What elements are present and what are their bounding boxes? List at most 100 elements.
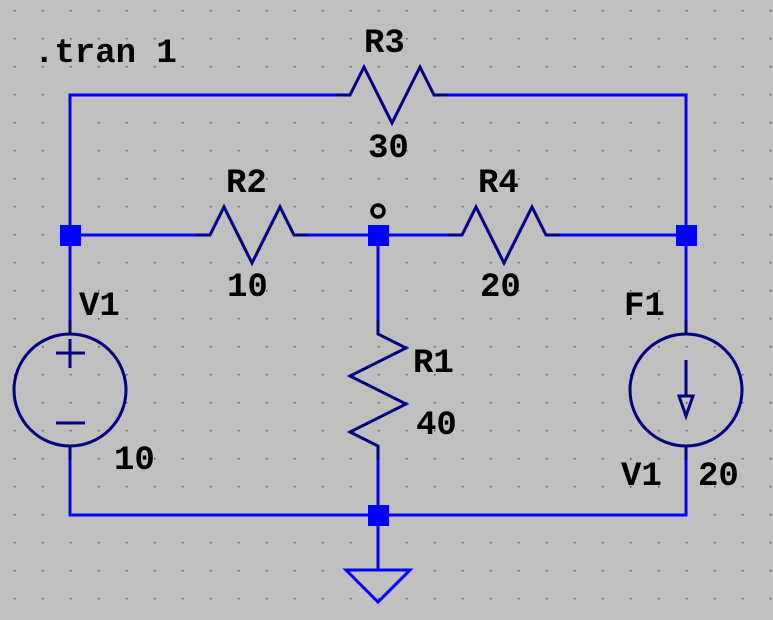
resistor-r1-body[interactable] xyxy=(346,320,410,460)
grid-dot xyxy=(546,38,548,40)
grid-dot xyxy=(154,206,156,208)
junction-dot xyxy=(676,225,697,246)
grid-dot xyxy=(770,10,772,12)
grid-dot xyxy=(182,206,184,208)
grid-dot xyxy=(210,402,212,404)
resistor-r2[interactable] xyxy=(196,203,308,267)
grid-dot xyxy=(42,94,44,96)
junction-dot xyxy=(368,225,389,246)
grid-dot xyxy=(126,290,128,292)
grid-dot xyxy=(98,178,100,180)
grid-dot xyxy=(602,458,604,460)
voltage-source-v1[interactable] xyxy=(12,320,128,460)
grid-dot xyxy=(294,458,296,460)
grid-dot xyxy=(126,206,128,208)
grid-dot xyxy=(294,430,296,432)
v1-value-label[interactable]: 10 xyxy=(114,442,155,480)
grid-dot xyxy=(742,10,744,12)
grid-dot xyxy=(406,178,408,180)
grid-dot xyxy=(434,290,436,292)
grid-dot xyxy=(490,486,492,488)
grid-dot xyxy=(406,10,408,12)
grid-dot xyxy=(546,374,548,376)
grid-dot xyxy=(770,178,772,180)
resistor-r4[interactable] xyxy=(448,203,560,267)
grid-dot xyxy=(518,66,520,68)
grid-dot xyxy=(434,38,436,40)
grid-dot xyxy=(154,150,156,152)
resistor-r3[interactable] xyxy=(336,63,448,127)
grid-dot xyxy=(658,122,660,124)
grid-dot xyxy=(434,598,436,600)
grid-dot xyxy=(434,178,436,180)
grid-dot xyxy=(42,430,44,432)
grid-dot xyxy=(42,206,44,208)
grid-dot xyxy=(14,318,16,320)
grid-dot xyxy=(602,122,604,124)
grid-dot xyxy=(658,38,660,40)
grid-dot xyxy=(742,122,744,124)
grid-dot xyxy=(294,318,296,320)
grid-dot xyxy=(406,150,408,152)
grid-dot xyxy=(98,150,100,152)
grid-dot xyxy=(238,38,240,40)
grid-dot xyxy=(42,570,44,572)
grid-dot xyxy=(546,458,548,460)
f1-control-label[interactable]: V1 xyxy=(621,458,662,496)
grid-dot xyxy=(462,598,464,600)
grid-dot xyxy=(98,570,100,572)
resistor-r2-body[interactable] xyxy=(196,203,308,267)
grid-dot xyxy=(42,234,44,236)
grid-dot xyxy=(238,122,240,124)
grid-dot xyxy=(742,374,744,376)
grid-dot xyxy=(322,542,324,544)
grid-dot xyxy=(574,122,576,124)
grid-dot xyxy=(14,570,16,572)
grid-dot xyxy=(266,150,268,152)
ground-symbol[interactable] xyxy=(342,568,414,605)
r1-value-label[interactable]: 40 xyxy=(416,407,457,445)
grid-dot xyxy=(518,38,520,40)
grid-dot xyxy=(770,486,772,488)
grid-dot xyxy=(490,402,492,404)
grid-dot xyxy=(714,514,716,516)
grid-dot xyxy=(462,122,464,124)
grid-dot xyxy=(294,38,296,40)
grid-dot xyxy=(574,430,576,432)
spice-directive[interactable]: .tran 1 xyxy=(34,35,177,73)
wire-top-left[interactable] xyxy=(68,93,336,235)
grid-dot xyxy=(266,570,268,572)
wire-top-right[interactable] xyxy=(448,93,688,235)
resistor-r3-body[interactable] xyxy=(336,63,448,127)
r2-value-label[interactable]: 10 xyxy=(227,269,268,307)
grid-dot xyxy=(658,486,660,488)
grid-dot xyxy=(14,122,16,124)
r4-value-label[interactable]: 20 xyxy=(480,269,521,307)
grid-dot xyxy=(42,38,44,40)
resistor-r1[interactable] xyxy=(346,320,410,460)
grid-dot xyxy=(630,430,632,432)
grid-dot xyxy=(714,486,716,488)
grid-dot xyxy=(210,570,212,572)
grid-dot xyxy=(574,318,576,320)
grid-dot xyxy=(294,598,296,600)
grid-dot xyxy=(154,458,156,460)
grid-dot xyxy=(686,570,688,572)
grid-dot xyxy=(14,10,16,12)
grid-dot xyxy=(462,486,464,488)
f1-gain-label[interactable]: 20 xyxy=(698,458,739,496)
r3-value-label[interactable]: 30 xyxy=(368,130,409,168)
resistor-r4-body[interactable] xyxy=(448,203,560,267)
grid-dot xyxy=(770,514,772,516)
grid-dot xyxy=(14,150,16,152)
grid-dot xyxy=(574,374,576,376)
current-source-f1[interactable] xyxy=(628,320,744,460)
grid-dot xyxy=(658,570,660,572)
grid-dot xyxy=(378,122,380,124)
grid-dot xyxy=(238,486,240,488)
grid-dot xyxy=(742,402,744,404)
grid-dot xyxy=(14,458,16,460)
node-marker[interactable] xyxy=(370,203,386,219)
grid-dot xyxy=(266,262,268,264)
